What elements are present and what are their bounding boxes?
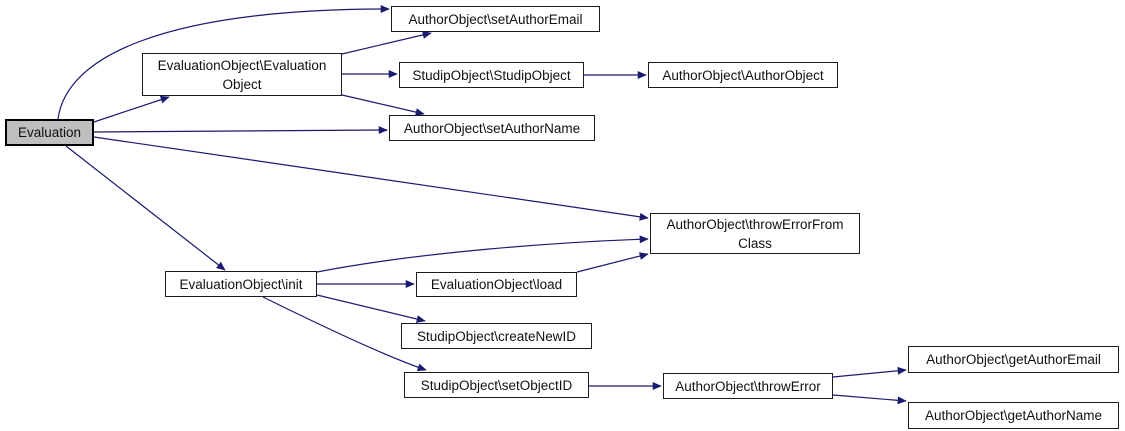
node-authorobject-authorobject[interactable]: AuthorObject\AuthorObject [648, 62, 838, 88]
node-label: AuthorObject\throwError [675, 378, 821, 394]
node-label: AuthorObject\setAuthorName [403, 120, 581, 136]
node-authorobject-setauthoremail[interactable]: AuthorObject\setAuthorEmail [391, 6, 600, 32]
node-studipobject-setobjectid[interactable]: StudipObject\setObjectID [404, 372, 589, 398]
node-studipobject-createnewid[interactable]: StudipObject\createNewID [401, 323, 592, 349]
node-label: EvaluationObject\init [179, 276, 303, 292]
node-studipobject-studipobject[interactable]: StudipObject\StudipObject [399, 62, 584, 88]
node-authorobject-throwerrorfromclass[interactable]: AuthorObject\throwErrorFrom Class [650, 213, 860, 254]
edge-evaluation-to-evaluationobject [93, 95, 170, 123]
node-label-line1: EvaluationObject\Evaluation [157, 57, 327, 73]
node-evaluationobject-load[interactable]: EvaluationObject\load [416, 272, 577, 297]
node-label-line1: AuthorObject\throwErrorFrom [666, 216, 844, 232]
node-label: AuthorObject\AuthorObject [662, 67, 824, 83]
node-label: StudipObject\StudipObject [412, 67, 571, 83]
node-label-line2: Object [222, 76, 262, 92]
node-label: AuthorObject\getAuthorName [924, 408, 1103, 423]
node-evaluationobject-evaluationobject[interactable]: EvaluationObject\Evaluation Object [142, 53, 342, 96]
node-evaluation: Evaluation [5, 119, 94, 146]
node-label-line2: Class [738, 235, 772, 251]
edge-init-to-throwerrorfromclass [316, 235, 649, 273]
edge-evaluation-to-setauthorname [93, 126, 388, 135]
node-label: AuthorObject\setAuthorEmail [408, 11, 583, 27]
node-authorobject-throwerror[interactable]: AuthorObject\throwError [663, 373, 833, 399]
node-evaluationobject-init[interactable]: EvaluationObject\init [165, 271, 317, 297]
node-label: AuthorObject\getAuthorEmail [926, 352, 1101, 367]
edge-evaluationobject-to-setauthorname [341, 94, 425, 116]
edge-load-to-throwerrorfromclass [576, 252, 649, 273]
edge-throwerror-to-getauthorname [832, 394, 907, 405]
edge-evaluation-to-init [65, 145, 226, 271]
node-label: StudipObject\createNewID [416, 328, 577, 344]
node-evaluation-label: Evaluation [17, 125, 82, 140]
node-authorobject-setauthorname[interactable]: AuthorObject\setAuthorName [389, 115, 595, 141]
node-authorobject-getauthoremail[interactable]: AuthorObject\getAuthorEmail [908, 346, 1119, 373]
edge-init-to-createnewid [316, 294, 426, 323]
edge-evaluation-to-throwerrorfromclass [93, 136, 649, 221]
edge-evaluationobject-to-setauthoremail [341, 31, 432, 55]
node-authorobject-getauthorname[interactable]: AuthorObject\getAuthorName [908, 402, 1119, 429]
node-label: EvaluationObject\load [430, 277, 563, 292]
edge-init-to-setobjectid [262, 296, 427, 372]
edge-throwerror-to-getauthoremail [832, 366, 907, 378]
edge-evaluation-to-setauthoremail [57, 5, 390, 120]
node-label: StudipObject\setObjectID [420, 377, 573, 393]
